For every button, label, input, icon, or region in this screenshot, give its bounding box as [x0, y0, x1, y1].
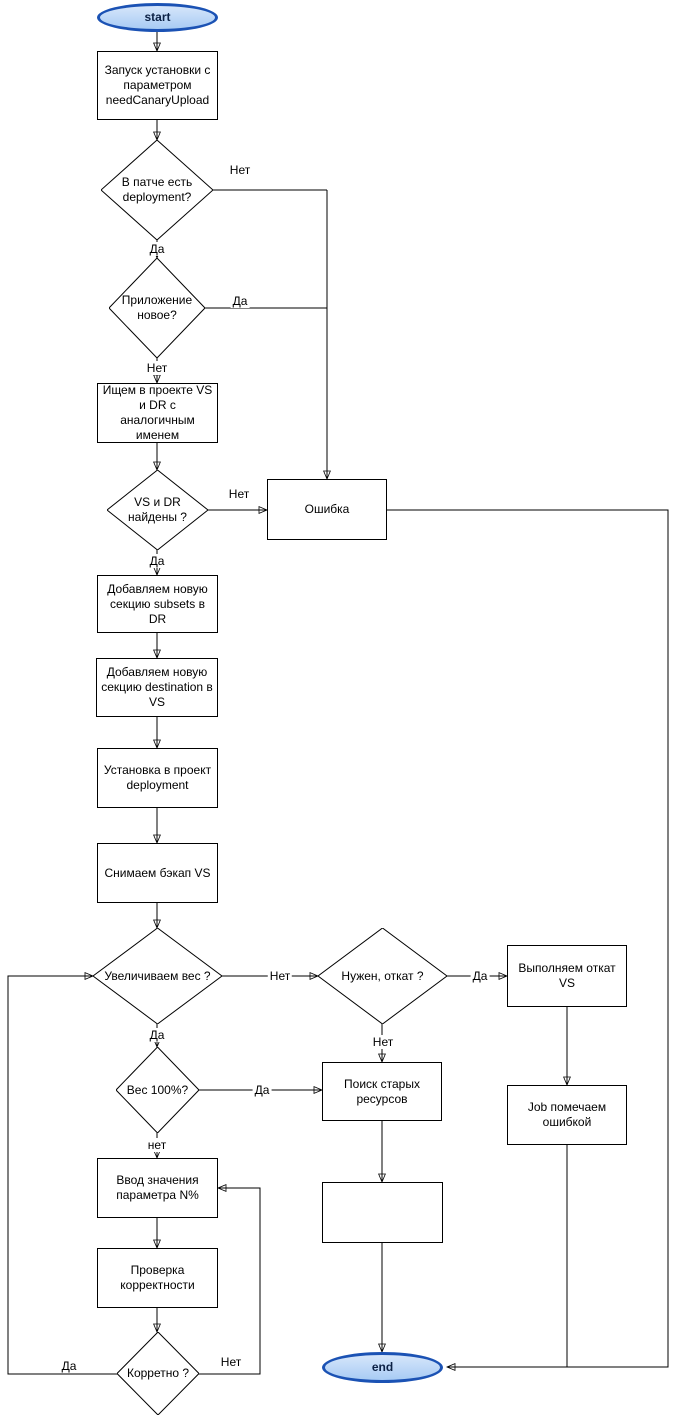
node-is-correct: Корретно ? [117, 1332, 199, 1415]
node-install-deployment: Установка в проект deployment [97, 748, 218, 808]
node-label: Job помечаем ошибкой [527, 1100, 607, 1129]
node-app-is-new: Приложение новое? [109, 258, 205, 358]
node-check-correctness: Проверка корректности [97, 1248, 218, 1308]
edge-label-patch-no: Нет [227, 163, 253, 177]
node-weight-100: Вес 100%? [116, 1047, 199, 1133]
node-label: Ввод значения параметра N% [116, 1173, 199, 1202]
node-end: end [322, 1352, 443, 1383]
node-launch-install: Запуск установки с параметром needCanary… [97, 51, 218, 120]
diamond-shape [101, 140, 213, 240]
node-backup-vs: Снимаем бэкап VS [97, 843, 218, 903]
node-find-old-resources: Поиск старых ресурсов [322, 1062, 442, 1121]
node-label: В патче есть deployment? [121, 175, 193, 204]
node-vs-dr-found: VS и DR найдены ? [107, 470, 208, 550]
node-end-label: end [371, 1360, 394, 1374]
node-need-rollback: Нужен, откат ? [318, 928, 447, 1024]
node-label: VS и DR найдены ? [128, 495, 187, 524]
edge-label-increase-no: Нет [267, 969, 293, 983]
edge-label-new-yes: Да [230, 294, 250, 308]
node-label: Установка в проект deployment [103, 763, 212, 792]
node-label: Запуск установки с параметром needCanary… [104, 63, 211, 107]
node-label: Выполняем откат VS [518, 961, 616, 990]
node-label: Увеличиваем вес ? [104, 968, 211, 983]
node-job-mark-failed: Job помечаем ошибкой [507, 1085, 627, 1145]
diamond-shape [93, 928, 222, 1024]
edge-label-weight-yes: Да [252, 1083, 272, 1097]
edge-correct-yes-loop [7, 976, 117, 1375]
diamond-shape [107, 470, 208, 550]
node-label: Снимаем бэкап VS [104, 865, 211, 880]
node-label: Ищем в проекте VS и DR с аналогичным име… [102, 383, 213, 442]
node-confirm-deletion [322, 1182, 443, 1243]
node-error: Ошибка [267, 479, 387, 540]
edge-label-rollback-yes: Да [470, 969, 490, 983]
edge-label-correct-yes: Да [59, 1359, 79, 1373]
node-label: Корретно ? [126, 1366, 190, 1380]
node-label: Ошибка [304, 502, 350, 516]
edge-label-new-no: Нет [144, 361, 170, 375]
node-label: Добавляем новую секцию destination в VS [101, 665, 213, 709]
node-patch-has-deployment: В патче есть deployment? [101, 140, 213, 240]
node-increase-weight: Увеличиваем вес ? [93, 928, 222, 1024]
edge-label-weight-no: нет [145, 1138, 169, 1152]
edge-error-to-end [387, 509, 669, 1367]
edge-correct-no-loop [199, 1188, 261, 1375]
node-label: Вес 100%? [126, 1082, 189, 1097]
node-start-label: start [144, 10, 171, 24]
node-find-vs-dr: Ищем в проекте VS и DR с аналогичным име… [97, 383, 218, 443]
edge-label-found-yes: Да [147, 554, 167, 568]
node-add-destination-vs: Добавляем новую секцию destination в VS [96, 658, 218, 717]
node-label: Добавляем новую секцию subsets в DR [107, 581, 208, 626]
edge-label-correct-no: Нет [218, 1355, 244, 1369]
edge-label-rollback-no: Нет [370, 1035, 396, 1049]
node-label: Приложение новое? [121, 293, 193, 322]
edge-label-patch-yes: Да [147, 242, 167, 256]
node-label: Поиск старых ресурсов [344, 1076, 420, 1106]
node-add-subsets-dr: Добавляем новую секцию subsets в DR [97, 575, 218, 633]
diamond-shape [109, 258, 205, 358]
diamond-shape [117, 1332, 199, 1415]
node-label: Проверка корректности [120, 1263, 195, 1292]
node-enter-n-percent: Ввод значения параметра N% [97, 1158, 218, 1218]
diamond-shape [318, 928, 447, 1024]
edge-label-found-no: Нет [226, 487, 252, 501]
edge-label-increase-yes: Да [147, 1028, 167, 1042]
node-perform-rollback: Выполняем откат VS [507, 945, 627, 1007]
node-label: Нужен, откат ? [341, 968, 424, 983]
node-start: start [97, 3, 218, 32]
diamond-shape [116, 1047, 199, 1133]
